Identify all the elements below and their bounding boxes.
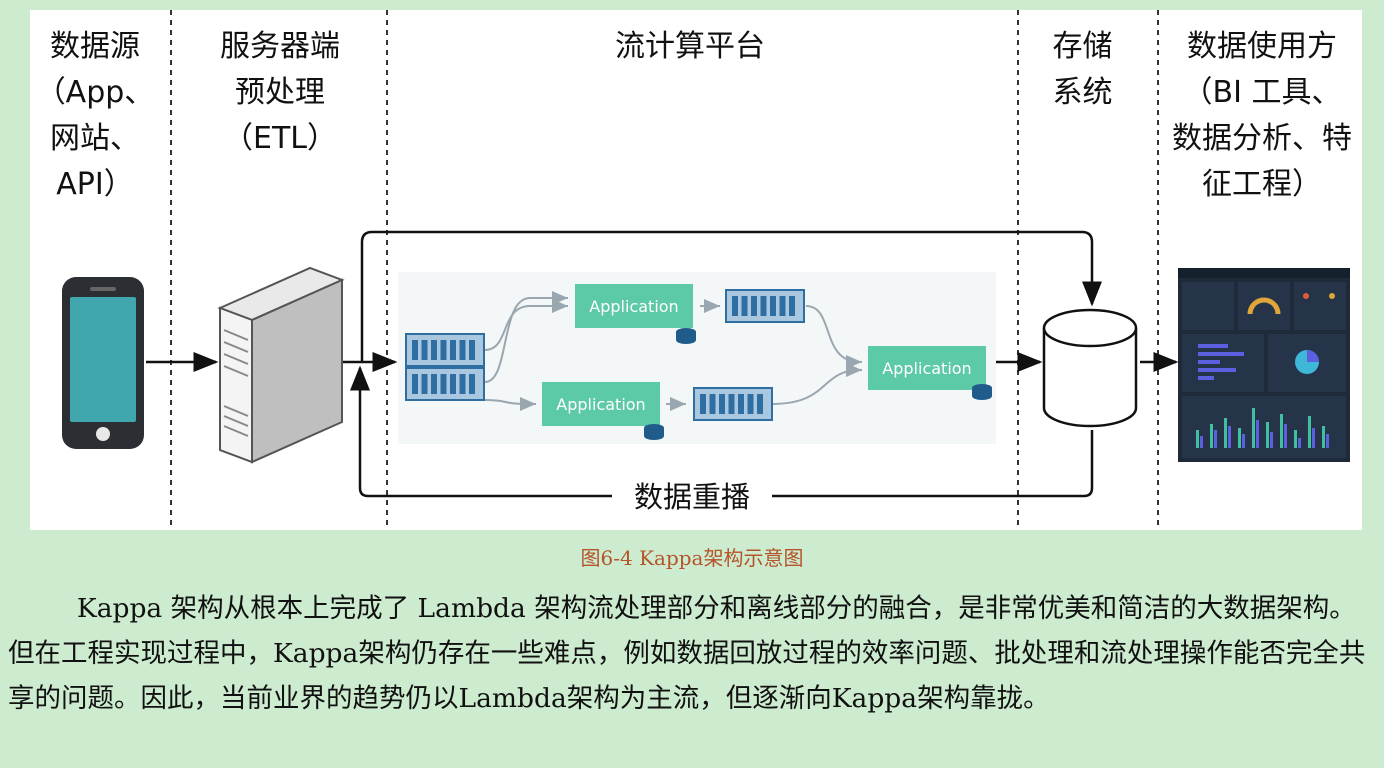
queue-4: [693, 387, 773, 421]
column-title-stream: 流计算平台: [615, 29, 765, 64]
flow-q4-app3: [771, 363, 862, 405]
flow-q2-app2: [484, 397, 536, 411]
application-box-1: Application: [575, 284, 696, 344]
queue-1: [405, 333, 485, 367]
flow-q1-app1: [484, 299, 568, 351]
application-box-2: Application: [542, 382, 664, 440]
database-icon: [1042, 308, 1138, 428]
svg-text:Application: Application: [589, 297, 678, 316]
server-icon: [217, 266, 345, 464]
replay-label-bg: [612, 476, 772, 516]
kappa-architecture-figure: 数据源 （App、 网站、 API） 服务器端 预处理 （ETL） 流计算平台 …: [30, 10, 1362, 530]
arrow-top-loop: [360, 230, 1102, 362]
body-paragraph-container: Kappa 架构从根本上完成了 Lambda 架构流处理部分和离线部分的融合，是…: [8, 586, 1380, 721]
column-title-consumer: 数据使用方 （BI 工具、 数据分析、特 征工程）: [1172, 29, 1352, 202]
queue-3: [725, 289, 805, 323]
dashboard-icon: [1178, 268, 1350, 462]
flow-q2-app1: [484, 291, 568, 383]
phone-icon: [62, 277, 144, 449]
figure-caption: 图6-4 Kappa架构示意图: [580, 546, 804, 570]
column-title-storage: 存储 系统: [1052, 29, 1113, 110]
queue-2: [405, 367, 485, 401]
svg-text:Application: Application: [556, 395, 645, 414]
architecture-diagram: 数据重播 Application Application: [62, 10, 1350, 530]
replay-label: 数据重播: [634, 480, 750, 514]
flow-q3-app3: [805, 305, 862, 369]
column-title-source: 数据源 （App、 网站、 API）: [35, 29, 155, 202]
column-title-server: 服务器端 预处理 （ETL）: [220, 29, 340, 156]
body-paragraph: Kappa 架构从根本上完成了 Lambda 架构流处理部分和离线部分的融合，是…: [8, 593, 1366, 714]
svg-text:Application: Application: [882, 359, 971, 378]
column-dividers: [170, 10, 1159, 530]
application-box-3: Application: [868, 346, 992, 400]
